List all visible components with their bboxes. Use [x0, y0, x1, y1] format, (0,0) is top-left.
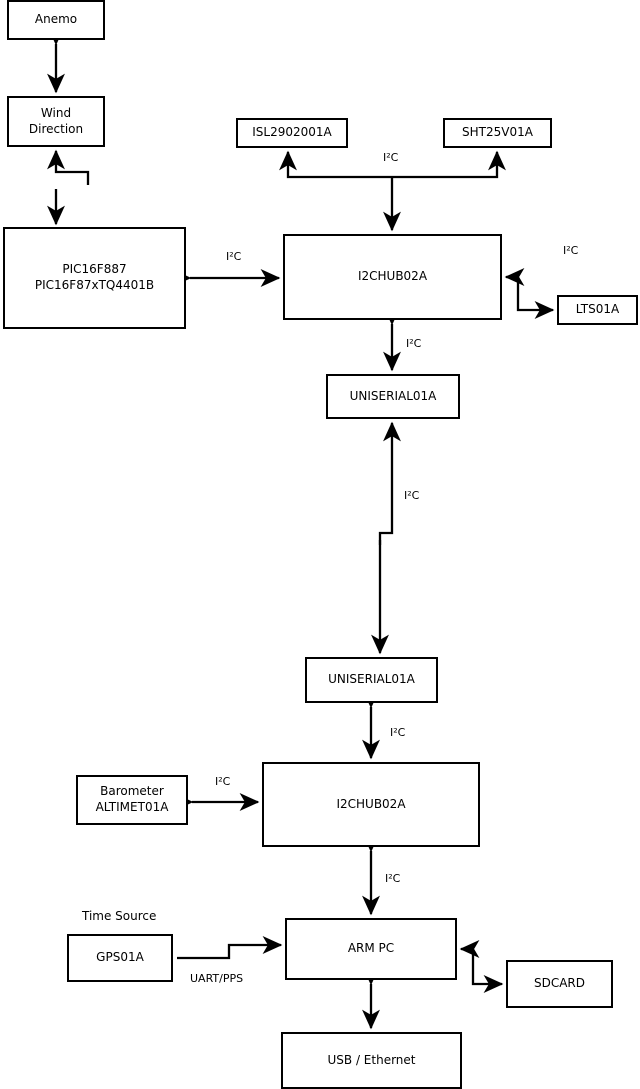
node-lts01a[interactable]: LTS01A	[557, 295, 638, 325]
node-sht25v01a[interactable]: SHT25V01A	[443, 118, 552, 148]
connector-arm-sdcard-out	[471, 949, 504, 993]
edge-label-hub-lts: I²C	[563, 244, 579, 257]
connector-uni-uni-down	[378, 421, 401, 545]
edge-label-hub-uniserial: I²C	[406, 337, 422, 350]
edge-label-uniserial-hub2: I²C	[390, 726, 406, 739]
edge-label-hub-sensors: I²C	[383, 151, 399, 164]
node-barometer-altimet01a[interactable]: Barometer ALTIMET01A	[76, 775, 188, 825]
node-pic-microcontroller[interactable]: PIC16F887 PIC16F87xTQ4401B	[3, 227, 186, 329]
edge-label-pic-hub: I²C	[226, 250, 242, 263]
node-uniserial01a-bottom[interactable]: UNISERIAL01A	[305, 657, 438, 703]
edge-label-uniserial-uniserial: I²C	[404, 489, 420, 502]
node-i2chub02a-top[interactable]: I2CHUB02A	[283, 234, 502, 320]
connector-hub-lts-out	[516, 277, 555, 319]
node-wind-direction[interactable]: Wind Direction	[7, 96, 105, 147]
edge-label-barometer-hub2: I²C	[215, 775, 231, 788]
node-sdcard[interactable]: SDCARD	[506, 960, 613, 1008]
connector-hub-isl	[279, 150, 392, 179]
node-uniserial01a-top[interactable]: UNISERIAL01A	[326, 374, 460, 419]
node-arm-pc[interactable]: ARM PC	[285, 918, 457, 980]
node-isl2902001a[interactable]: ISL2902001A	[236, 118, 348, 148]
node-i2chub02a-bottom[interactable]: I2CHUB02A	[262, 762, 480, 847]
connector-gps-arm	[177, 936, 283, 960]
label-time-source: Time Source	[82, 909, 157, 923]
node-anemo[interactable]: Anemo	[7, 0, 105, 40]
node-gps01a[interactable]: GPS01A	[67, 934, 173, 982]
node-usb-ethernet[interactable]: USB / Ethernet	[281, 1032, 462, 1089]
edge-label-hub2-armpc: I²C	[385, 872, 401, 885]
connector-pic-wind-up	[47, 149, 90, 185]
edge-label-gps-armpc: UART/PPS	[190, 972, 244, 985]
connector-hub-sht	[392, 150, 506, 179]
